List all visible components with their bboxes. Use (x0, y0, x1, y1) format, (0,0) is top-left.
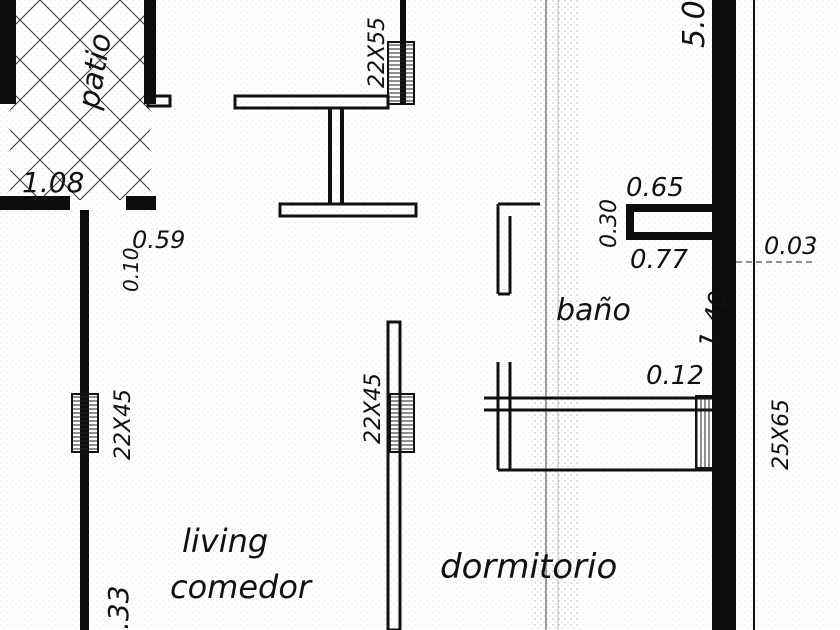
room-label-comedor: comedor (170, 568, 313, 606)
opening-label-right: 25X65 (769, 399, 794, 470)
dim-0-03: 0.03 (764, 232, 817, 260)
patio-area: patio (0, 0, 172, 210)
opening-label-top: 22X55 (365, 17, 390, 88)
door-frame-top (233, 0, 418, 218)
dim-0-10: 0.10 (119, 247, 143, 292)
dim-0-65: 0.65 (626, 173, 684, 203)
dim-1-08: 1.08 (22, 166, 84, 199)
dim-0-77: 0.77 (630, 245, 688, 275)
dim-0-59: 0.59 (132, 226, 185, 254)
dim-5-0: 5.0 (677, 0, 712, 48)
dim-0-30: 0.30 (597, 199, 622, 248)
scan-band (530, 0, 580, 630)
wall-right (712, 0, 736, 630)
partition-wall (386, 320, 415, 630)
dim-33: .33 (102, 585, 135, 630)
opening-label-left: 22X45 (111, 389, 136, 460)
room-label-living: living (182, 522, 268, 560)
opening-label-mid: 22X45 (361, 373, 386, 444)
room-label-dormitorio: dormitorio (440, 547, 617, 587)
window-left (71, 393, 99, 453)
room-label-bano: baño (556, 293, 631, 328)
dim-0-12: 0.12 (646, 361, 704, 391)
